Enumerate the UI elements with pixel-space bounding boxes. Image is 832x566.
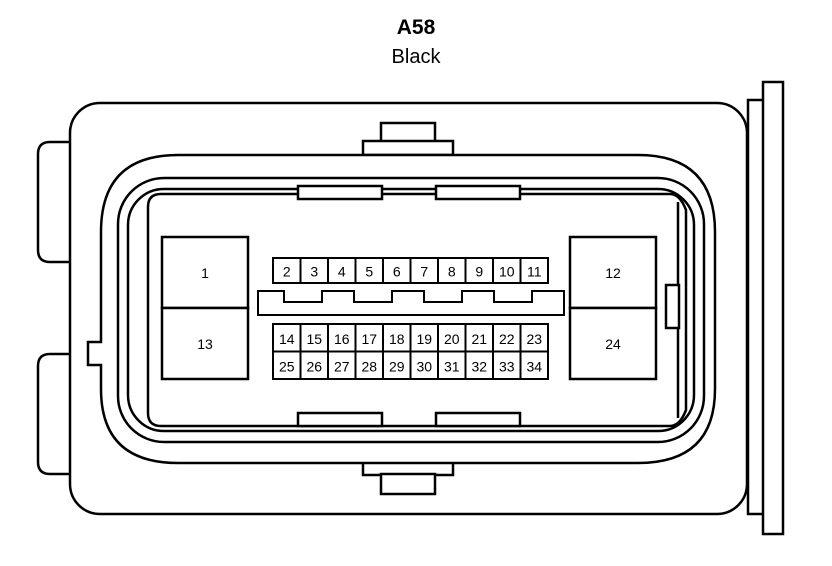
bottom-latch <box>361 459 455 496</box>
pin-label-large: 24 <box>605 336 621 352</box>
pin-label: 2 <box>283 264 291 280</box>
pin-label: 32 <box>471 358 487 374</box>
pin-cell <box>437 350 467 380</box>
comb-divider <box>257 290 565 316</box>
pin-label: 33 <box>499 358 515 374</box>
key-bottom-left <box>296 411 384 428</box>
key-top-left <box>296 184 384 201</box>
pin-cell <box>519 257 549 284</box>
pin-cell <box>492 350 522 380</box>
pin-cell <box>382 257 412 284</box>
pin-label: 7 <box>420 264 428 280</box>
pin-label: 14 <box>279 331 295 347</box>
small-pin-grid <box>272 257 549 380</box>
pin-cell <box>409 350 439 380</box>
housing-wall-inner <box>126 187 696 433</box>
pin-label: 34 <box>526 358 542 374</box>
pin-label: 15 <box>306 331 322 347</box>
pin-cell <box>519 350 549 380</box>
cavity-face <box>146 192 688 428</box>
right-flange <box>746 80 785 536</box>
pin-label: 19 <box>416 331 432 347</box>
pin-label: 11 <box>527 264 542 280</box>
pin-label: 26 <box>306 358 322 374</box>
pin-label: 17 <box>361 331 377 347</box>
pin-cell <box>299 323 329 353</box>
pin-cell <box>299 350 329 380</box>
left-tab-lower <box>36 352 70 476</box>
pin-label: 3 <box>310 264 318 280</box>
pin-label: 27 <box>334 358 350 374</box>
connector-color: Black <box>391 46 441 68</box>
pin-label: 29 <box>389 358 405 374</box>
right-side-tab <box>664 283 681 330</box>
pin-label: 4 <box>338 264 346 280</box>
pin-label: 25 <box>279 358 295 374</box>
pin-cell <box>464 257 494 284</box>
pin-label: 10 <box>499 264 515 280</box>
key-bottom-right <box>434 411 522 428</box>
pin-cell <box>382 323 412 353</box>
pin-cell <box>437 257 467 284</box>
pin-label: 30 <box>416 358 432 374</box>
pin-label: 8 <box>448 264 456 280</box>
pin-label: 28 <box>361 358 377 374</box>
pin-label: 16 <box>334 331 350 347</box>
pin-label-large: 13 <box>197 336 213 352</box>
left-tab-upper <box>36 140 70 264</box>
pin-cell <box>299 257 329 284</box>
pin-label: 18 <box>389 331 405 347</box>
housing-wall-mid <box>116 176 706 444</box>
pin-cell <box>272 350 302 380</box>
pin-cell <box>464 350 494 380</box>
pin-label: 6 <box>393 264 401 280</box>
pin-cell <box>354 257 384 284</box>
key-top-right <box>434 184 522 201</box>
large-pins-right <box>568 235 658 381</box>
pin-label: 9 <box>475 264 483 280</box>
pin-label: 5 <box>365 264 373 280</box>
connector-id: A58 <box>396 16 436 39</box>
pin-label: 21 <box>471 331 487 347</box>
pin-label: 20 <box>444 331 460 347</box>
pin-cell <box>409 257 439 284</box>
pin-label-large: 12 <box>605 265 621 281</box>
large-pins-left <box>160 235 250 381</box>
pin-label: 31 <box>444 358 460 374</box>
pin-cell <box>464 323 494 353</box>
pin-label-large: 1 <box>201 265 209 281</box>
pin-label: 23 <box>526 331 542 347</box>
pin-cell <box>354 323 384 353</box>
pin-label: 22 <box>499 331 515 347</box>
pin-cell <box>327 257 357 284</box>
